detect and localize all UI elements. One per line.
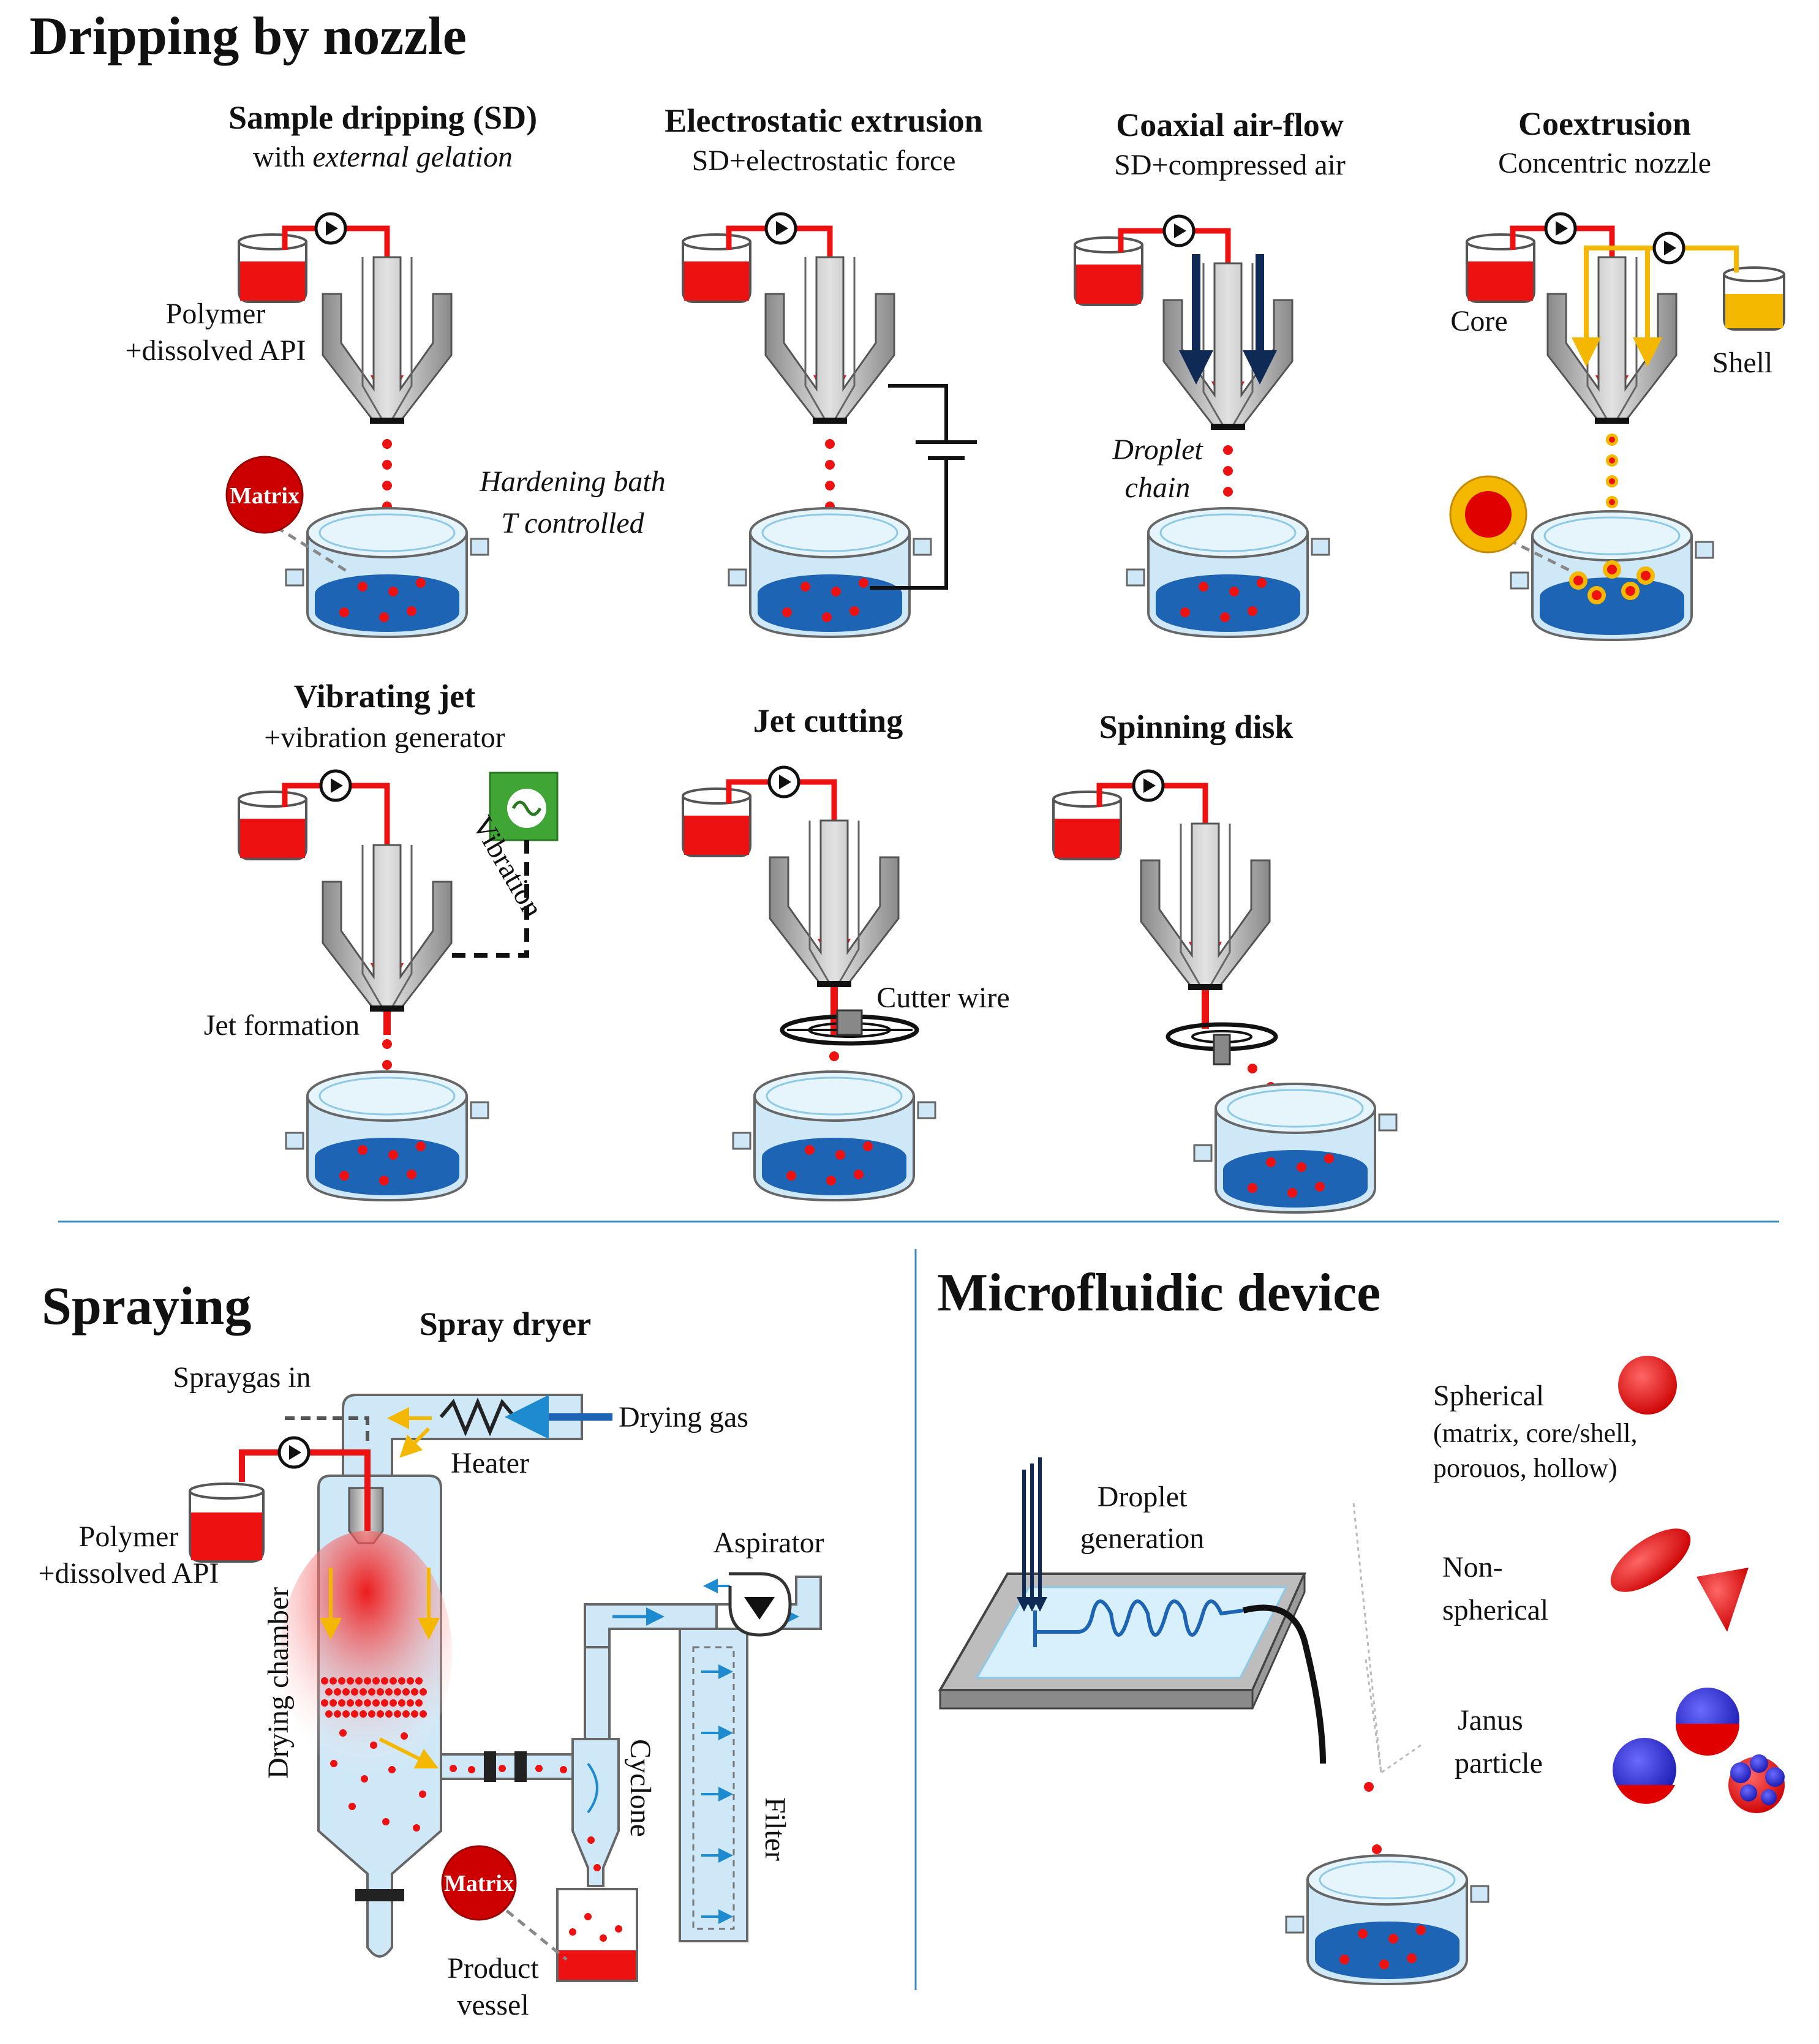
vibration-generator: [444, 772, 559, 958]
label-particle: particle: [1455, 1747, 1543, 1779]
spray-dryer: [189, 1394, 822, 1982]
method-title-vib: Vibrating jet: [294, 678, 475, 715]
method-title-spin: Spinning disk: [1099, 708, 1294, 745]
label-spherical-detail-1: (matrix, core/shell,: [1433, 1418, 1638, 1448]
method-title-electro: Electrostatic extrusion: [665, 102, 982, 139]
label-polymer-sd: Polymer: [166, 298, 266, 330]
label-vessel: vessel: [457, 1989, 529, 2021]
label-droplet: Droplet: [1112, 434, 1203, 466]
method-title-sd: Sample dripping (SD): [228, 99, 537, 136]
section-title-microfluidic: Microfluidic device: [937, 1263, 1380, 1323]
label-core: Core: [1450, 305, 1507, 337]
label-non: Non-: [1442, 1551, 1503, 1584]
matrix-callout-spray: Matrix: [441, 1845, 568, 1961]
label-api-spray: +dissolved API: [38, 1557, 219, 1590]
label-api-sd: +dissolved API: [125, 334, 306, 367]
setup-spinning-disk: [1052, 769, 1398, 1214]
method-sub-electro: SD+electrostatic force: [692, 145, 956, 177]
method-sub-sd: with external gelation: [253, 141, 513, 173]
label-heater: Heater: [451, 1447, 529, 1479]
method-title-coext: Coextrusion: [1518, 105, 1691, 142]
spinning-disk: [1166, 1022, 1278, 1065]
method-sub-vib: +vibration generator: [264, 721, 505, 754]
label-hardening-bath: Hardening bath: [479, 465, 666, 498]
method-title-spray: Spray dryer: [420, 1306, 591, 1342]
non-spherical-particles: [1610, 1528, 1749, 1632]
matrix-label-spray: Matrix: [444, 1871, 514, 1896]
label-product: Product: [447, 1952, 539, 1985]
matrix-callout-sd: Matrix: [225, 456, 350, 574]
label-cyclone: Cyclone: [624, 1739, 657, 1837]
setup-vibrating-jet: [238, 769, 489, 1202]
cutter-wheel: [780, 1009, 919, 1046]
microfluidic-chip: [938, 1457, 1422, 1774]
label-aspirator: Aspirator: [713, 1527, 824, 1559]
label-spherical-detail-2: porouos, hollow): [1433, 1453, 1618, 1483]
label-shell: Shell: [1712, 347, 1773, 379]
microfluidic-bath: [1285, 1782, 1489, 1986]
method-sub-coext: Concentric nozzle: [1498, 147, 1711, 179]
label-polymer-spray: Polymer: [79, 1520, 179, 1553]
label-droplet-generation-2: generation: [1080, 1522, 1205, 1555]
matrix-label-sd: Matrix: [230, 483, 299, 509]
spray-droplets: [321, 1677, 622, 1942]
aspirator: [728, 1572, 792, 1637]
label-drying-chamber: Drying chamber: [262, 1587, 295, 1779]
label-t-controlled: T controlled: [501, 507, 644, 539]
electrostatic-wiring: [870, 384, 977, 590]
section-title-dripping: Dripping by nozzle: [29, 7, 467, 66]
label-droplet-generation-1: Droplet: [1098, 1481, 1188, 1513]
method-title-coaxial: Coaxial air-flow: [1116, 107, 1343, 143]
method-title-jet: Jet cutting: [753, 702, 903, 739]
label-spherical-2: spherical: [1442, 1594, 1548, 1626]
setup-jet-cutting: [682, 765, 936, 1202]
label-janus: Janus: [1458, 1704, 1523, 1737]
setup-electrostatic-extrusion: [682, 212, 932, 639]
setup-coaxial-air-flow: [1074, 214, 1330, 639]
setup-sample-dripping: [238, 212, 489, 639]
core-shell-callout: [1449, 475, 1575, 574]
janus-particles: [1613, 1688, 1785, 1813]
label-spraygas-in: Spraygas in: [173, 1361, 311, 1394]
label-chain: chain: [1125, 472, 1191, 504]
label-spherical: Spherical: [1433, 1380, 1544, 1412]
setup-coextrusion: [1466, 212, 1785, 642]
spherical-particle: [1618, 1356, 1677, 1415]
method-sub-coaxial: SD+compressed air: [1114, 149, 1346, 181]
section-title-spraying: Spraying: [42, 1277, 251, 1336]
label-filter: Filter: [759, 1797, 791, 1861]
label-cutter-wire: Cutter wire: [876, 982, 1009, 1014]
label-jet-formation: Jet formation: [204, 1009, 360, 1042]
label-drying-gas: Drying gas: [619, 1401, 748, 1433]
